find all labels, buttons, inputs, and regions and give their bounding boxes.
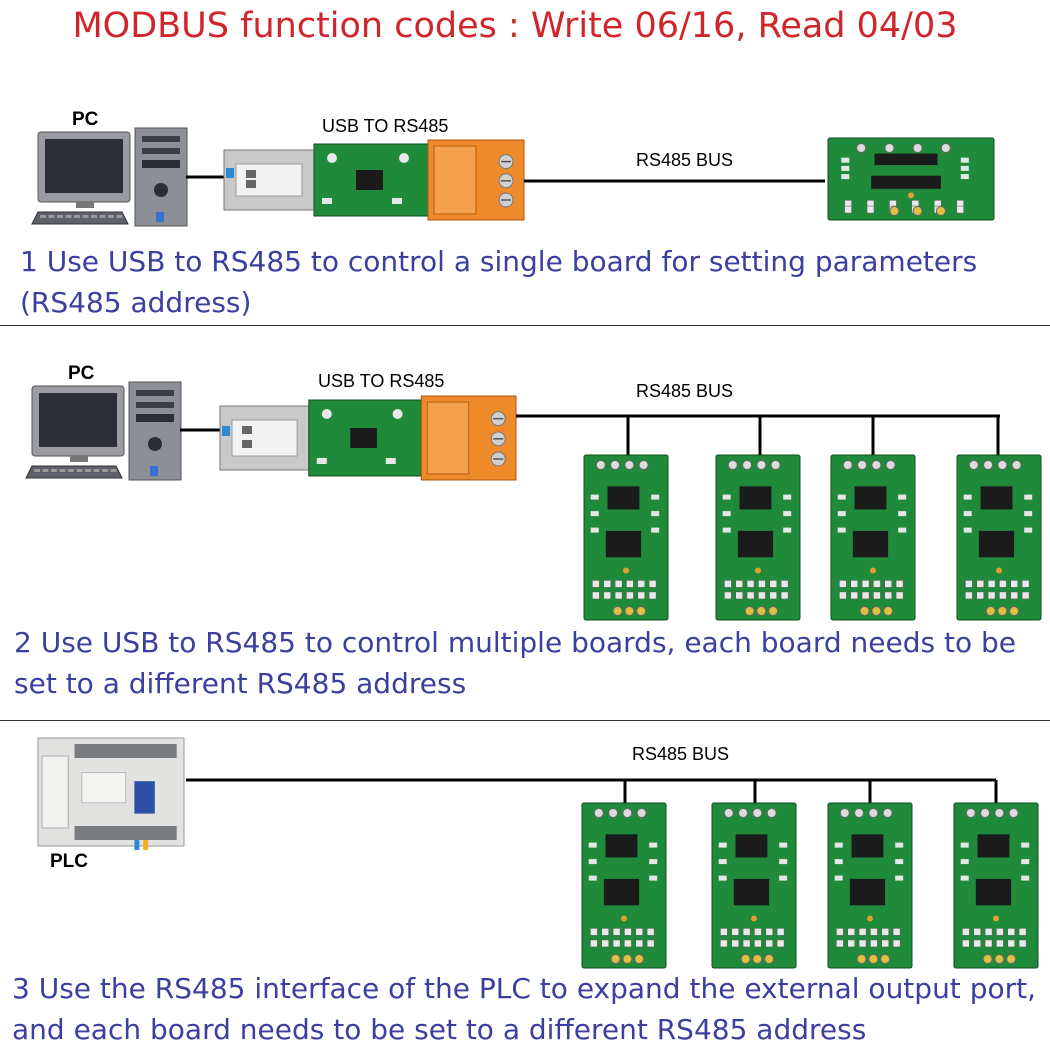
usb-rs485-converter-2 bbox=[219, 395, 517, 481]
section-3-description-line2: and each board needs to be set to a diff… bbox=[12, 1013, 867, 1046]
pc-label-2: PC bbox=[68, 363, 95, 384]
usb-to-rs485-label-2: USB TO RS485 bbox=[318, 371, 445, 391]
section-divider bbox=[0, 720, 1050, 721]
plc-label: PLC bbox=[50, 851, 88, 872]
rs485-bus-label-2: RS485 BUS bbox=[636, 381, 734, 401]
module-board bbox=[953, 802, 1039, 969]
rs485-bus-label-3: RS485 BUS bbox=[632, 744, 730, 764]
module-board bbox=[581, 802, 667, 969]
module-board bbox=[956, 454, 1042, 621]
section-divider bbox=[0, 325, 1050, 326]
section-2-description-line1: 2 Use USB to RS485 to control multiple b… bbox=[14, 626, 1016, 659]
section-1-description-line1: 1 Use USB to RS485 to control a single b… bbox=[20, 245, 978, 278]
rs485-bus-label-1: RS485 BUS bbox=[636, 150, 734, 170]
module-board bbox=[711, 802, 797, 969]
module-board bbox=[715, 454, 801, 621]
usb-to-rs485-label-1: USB TO RS485 bbox=[322, 116, 449, 136]
module-board-single bbox=[827, 137, 995, 221]
module-board bbox=[583, 454, 669, 621]
section-1-description-line2: (RS485 address) bbox=[20, 286, 252, 319]
pc-icon-2 bbox=[25, 381, 182, 481]
pc-icon-1 bbox=[31, 127, 188, 227]
module-board bbox=[827, 802, 913, 969]
section-2-description-line2: set to a different RS485 address bbox=[14, 667, 467, 700]
plc-icon bbox=[37, 737, 185, 850]
page-title: MODBUS function codes : Write 06/16, Rea… bbox=[72, 6, 958, 46]
module-board bbox=[830, 454, 916, 621]
usb-rs485-converter-1 bbox=[223, 139, 525, 221]
pc-label-1: PC bbox=[72, 109, 99, 130]
section-3-description-line1: 3 Use the RS485 interface of the PLC to … bbox=[12, 972, 1036, 1005]
